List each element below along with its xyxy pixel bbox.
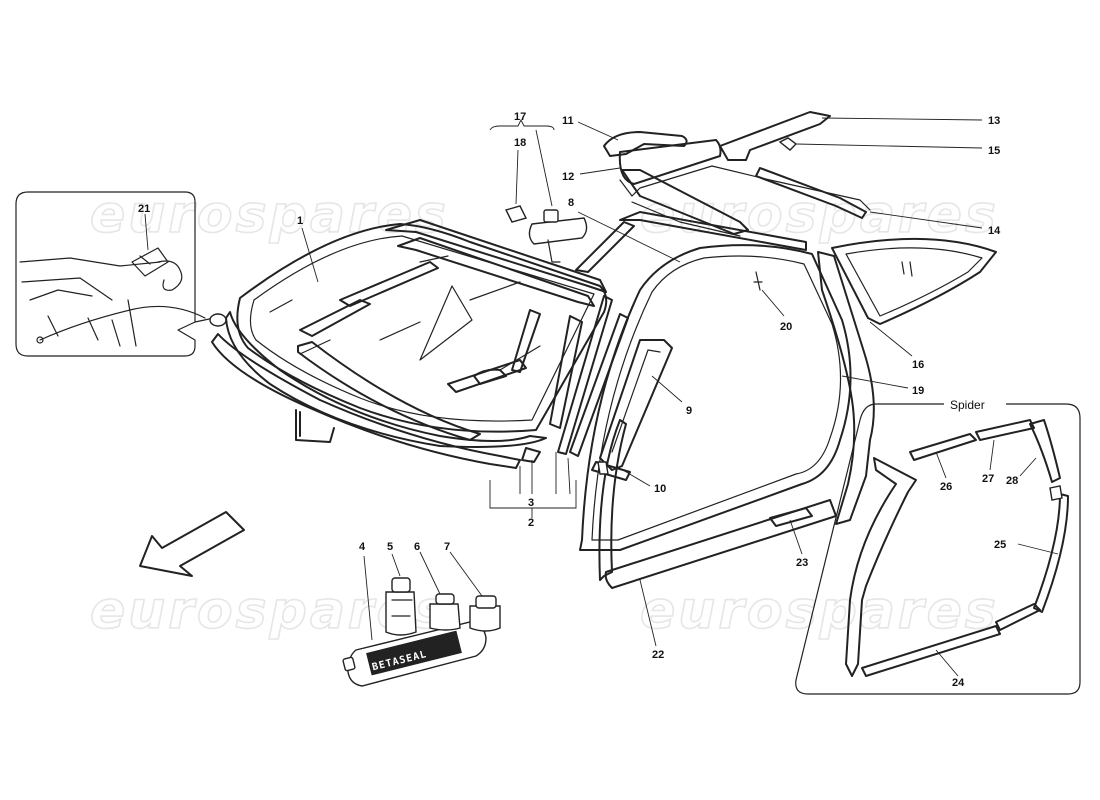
leader-10 bbox=[615, 465, 651, 487]
roof-seals bbox=[603, 111, 871, 237]
label-9: 9 bbox=[686, 405, 692, 417]
label-13: 13 bbox=[988, 115, 1000, 127]
door-seal-19 bbox=[579, 244, 875, 589]
label-4: 4 bbox=[359, 541, 366, 553]
bracket-17 bbox=[489, 118, 555, 131]
leader-9 bbox=[651, 375, 683, 403]
leader-5 bbox=[391, 553, 401, 577]
leader-2-bracket bbox=[489, 480, 577, 518]
watermark-bottom-right: eurospares bbox=[640, 581, 999, 641]
label-22: 22 bbox=[652, 649, 664, 661]
leader-24 bbox=[935, 649, 959, 677]
glass-channel-seal bbox=[591, 339, 673, 481]
label-25: 25 bbox=[994, 539, 1006, 551]
mirror-mount-button bbox=[209, 313, 227, 327]
label-12: 12 bbox=[562, 171, 574, 183]
label-21: 21 bbox=[138, 203, 150, 215]
primer-bottle-5 bbox=[385, 577, 417, 636]
leader-18 bbox=[515, 149, 519, 205]
leader-16 bbox=[869, 321, 913, 357]
leader-4 bbox=[363, 555, 373, 641]
adhesive-tube: BETASEAL bbox=[342, 621, 487, 687]
leader-11 bbox=[577, 121, 619, 141]
leader-1 bbox=[301, 227, 319, 283]
door-seal-8 bbox=[575, 211, 807, 273]
spider-inset bbox=[795, 396, 1081, 695]
leader-23 bbox=[789, 519, 803, 555]
primer-bottle-7 bbox=[469, 595, 501, 632]
front-direction-arrow-icon bbox=[139, 511, 245, 577]
label-15: 15 bbox=[988, 145, 1000, 157]
label-10: 10 bbox=[654, 483, 666, 495]
label-6: 6 bbox=[414, 541, 420, 553]
label-19: 19 bbox=[912, 385, 924, 397]
leader-8 bbox=[577, 211, 681, 263]
label-17: 17 bbox=[514, 111, 526, 123]
label-18: 18 bbox=[514, 137, 526, 149]
label-28: 28 bbox=[1006, 475, 1018, 487]
leader-15 bbox=[795, 143, 983, 149]
leader-22 bbox=[639, 579, 657, 647]
center-trim-strips bbox=[299, 261, 629, 463]
leader-20 bbox=[761, 289, 785, 317]
label-23: 23 bbox=[796, 557, 808, 569]
leader-7 bbox=[449, 551, 483, 597]
label-2: 2 bbox=[528, 517, 534, 529]
leader-27 bbox=[989, 439, 995, 471]
label-1: 1 bbox=[297, 215, 303, 227]
label-11: 11 bbox=[562, 115, 574, 127]
leader-26 bbox=[935, 451, 947, 479]
leader-14 bbox=[869, 211, 983, 229]
rear-view-mirror bbox=[504, 205, 588, 263]
spider-title: Spider bbox=[950, 398, 985, 412]
label-3: 3 bbox=[528, 497, 534, 509]
label-7: 7 bbox=[444, 541, 450, 553]
leader-13 bbox=[821, 117, 983, 121]
watermark-top-left: eurospares bbox=[90, 185, 449, 245]
leader-19 bbox=[841, 375, 909, 389]
label-14: 14 bbox=[988, 225, 1001, 237]
label-20: 20 bbox=[780, 321, 792, 333]
leader-17 bbox=[535, 129, 553, 207]
clip-20 bbox=[753, 271, 763, 291]
watermark-top-right: eurospares bbox=[640, 185, 999, 245]
frame-gasket-left bbox=[295, 219, 607, 443]
primer-bottle-6 bbox=[429, 593, 461, 631]
leader-3 bbox=[519, 452, 571, 495]
label-5: 5 bbox=[387, 541, 393, 553]
label-26: 26 bbox=[940, 481, 952, 493]
part-labels: 1 2 3 4 5 6 7 8 9 10 11 12 13 14 15 16 1… bbox=[138, 111, 1018, 689]
windshield-assembly bbox=[211, 223, 608, 469]
detail-inset-21 bbox=[15, 191, 206, 357]
quarter-window bbox=[831, 237, 997, 325]
leader-12 bbox=[579, 167, 621, 175]
label-27: 27 bbox=[982, 473, 994, 485]
leader-25 bbox=[1017, 543, 1059, 555]
leader-6 bbox=[419, 551, 441, 595]
label-16: 16 bbox=[912, 359, 924, 371]
leader-28 bbox=[1019, 457, 1037, 477]
label-8: 8 bbox=[568, 197, 574, 209]
label-24: 24 bbox=[952, 677, 965, 689]
